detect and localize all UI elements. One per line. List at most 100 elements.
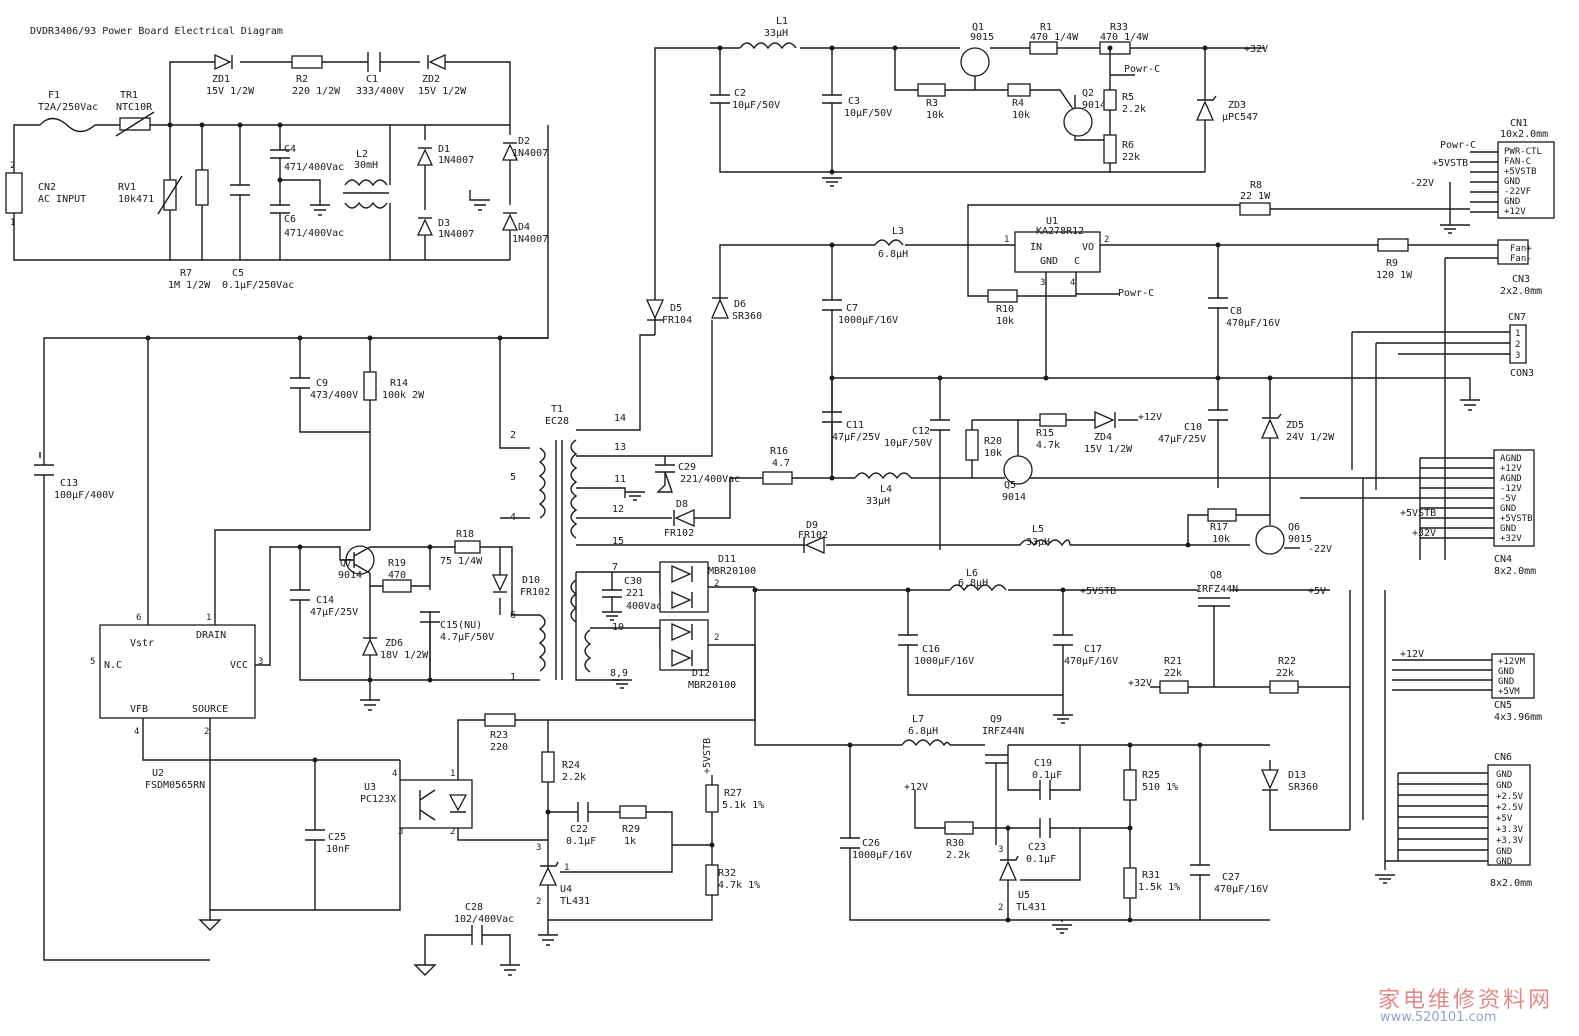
junction-dots: [145, 45, 1273, 923]
c5-capacitor: [230, 184, 250, 196]
zd6-value: 18V 1/2W: [380, 650, 429, 661]
l1-label: L1: [776, 16, 788, 27]
cn7-pin2: 2: [1515, 340, 1520, 350]
q1-label: Q1: [972, 22, 984, 33]
c6-value: 471/400Vac: [284, 228, 344, 239]
d5-diode: [645, 299, 665, 320]
cn1-net-m22: -22V: [1410, 178, 1434, 189]
u4-value: TL431: [560, 896, 590, 907]
cn1-pin-2: FAN-C: [1504, 157, 1531, 167]
d3-value: 1N4007: [438, 229, 474, 240]
cn5-connector: [1491, 653, 1535, 699]
c17-value: 470μF/16V: [1064, 656, 1118, 667]
ac-input-section: 2 1 CN2 AC INPUT F1 T2A/250Vac TR1 NTC10…: [5, 52, 548, 291]
c7-label: C7: [846, 303, 858, 314]
d13-value: SR360: [1288, 782, 1318, 793]
u2-pin-source: SOURCE: [192, 704, 228, 715]
secondary-32v-section: L1 33μH C2 10μF/50V C3 10μF/50V Q1 9015 …: [654, 16, 1555, 300]
c12-value: 10μF/50V: [884, 438, 932, 449]
cn6-pin-6: +3.3V: [1496, 825, 1524, 835]
c30-label: C30: [624, 576, 642, 587]
c19-value: 0.1μF: [1032, 770, 1062, 781]
r14-label: R14: [390, 378, 408, 389]
cn6-label: CN6: [1494, 752, 1512, 763]
d1-label: D1: [438, 144, 450, 155]
c7-value: 1000μF/16V: [838, 315, 898, 326]
r9-label: R9: [1386, 258, 1398, 269]
u1-pin1-num: 1: [1004, 235, 1009, 245]
r22-label: R22: [1278, 656, 1296, 667]
r3-value: 10k: [926, 110, 944, 121]
secondary-12v-section: 14 13 11 12 15 C29 221/400Vac D8 FR102 R…: [570, 320, 1536, 577]
zd1-zener: [214, 53, 232, 71]
cn5-label: CN5: [1494, 700, 1512, 711]
u4-label: U4: [560, 884, 572, 895]
u1-pin-vo: VO: [1082, 242, 1094, 253]
c28-value: 102/400Vac: [454, 914, 514, 925]
cn6-pin-1: GND: [1496, 770, 1512, 780]
cn4-pin-9: +32V: [1500, 534, 1522, 544]
net-5v-label: +5V: [1308, 586, 1326, 597]
d5-value: FR104: [662, 315, 692, 326]
r29-resistor: [619, 805, 647, 819]
c15-value: 4.7μF/50V: [440, 632, 494, 643]
l2-label: L2: [356, 149, 368, 160]
d2-label: D2: [518, 136, 530, 147]
u5-value: TL431: [1016, 902, 1046, 913]
r31-resistor: [1123, 867, 1137, 899]
r24-label: R24: [562, 760, 580, 771]
u4-pin3: 3: [536, 843, 541, 853]
d9-value: FR102: [798, 530, 828, 541]
cn2-connector: [5, 172, 23, 214]
cn4-pin-5: -5V: [1500, 494, 1517, 504]
d12-label: D12: [692, 668, 710, 679]
r4-resistor: [1007, 83, 1031, 97]
r17-label: R17: [1210, 522, 1228, 533]
secondary-33v-section: L7 6.8μH Q9 IRFZ44N C19 0.1μF C26 1000μF…: [840, 478, 1532, 934]
net-12v-zd4: +12V: [1138, 412, 1162, 423]
watermark-site-name: 家电维修资料网: [1378, 988, 1554, 1013]
r17-resistor: [1207, 508, 1237, 522]
r17-value: 10k: [1212, 534, 1230, 545]
cn3-label: CN3: [1512, 274, 1530, 285]
cn1-pin-5: -22VF: [1504, 187, 1531, 197]
l3-label: L3: [892, 226, 904, 237]
r33-label: R33: [1110, 22, 1128, 33]
c22-value: 0.1μF: [566, 836, 596, 847]
c6-label: C6: [284, 214, 296, 225]
r27-label: R27: [724, 788, 742, 799]
q1-value: 9015: [970, 32, 994, 43]
u3-value: PC123X: [360, 794, 396, 805]
c10-value: 47μF/25V: [1158, 434, 1206, 445]
r24-resistor: [541, 751, 555, 783]
c30-value1: 221: [626, 588, 644, 599]
q6-transistor: [1255, 525, 1285, 555]
q2-transistor: [1063, 107, 1093, 137]
cn1-pin-4: GND: [1504, 177, 1520, 187]
r3-resistor: [917, 83, 946, 97]
r4-label: R4: [1012, 98, 1024, 109]
d10-diode: [491, 574, 509, 592]
cn4-pin-7: +5VSTB: [1500, 514, 1533, 524]
c29-label: C29: [678, 462, 696, 473]
cn6-connector: [1487, 764, 1531, 866]
t1-secondary-winding: [570, 439, 578, 539]
cn4-net-32v: +32V: [1412, 528, 1436, 539]
c30-value2: 400Vac: [626, 601, 662, 612]
q8-value: IRFZ44N: [1196, 584, 1238, 595]
d5-label: D5: [670, 303, 682, 314]
l1-value: 33μH: [764, 28, 788, 39]
net-5vstb-l6: +5VSTB: [1080, 586, 1116, 597]
d11-pin2: 2: [714, 579, 719, 589]
zd5-label: ZD5: [1286, 420, 1304, 431]
u2-pin3-num: 3: [258, 657, 263, 667]
r1-resistor: [1029, 41, 1058, 55]
c10-label: C10: [1184, 422, 1202, 433]
l4-value: 33μH: [866, 496, 890, 507]
cn2-label: CN2: [38, 182, 56, 193]
zd2-value: 15V 1/2W: [418, 86, 467, 97]
zd1-label: ZD1: [212, 74, 230, 85]
t1-pin89: 8,9: [610, 668, 628, 679]
cn7-pin1: 1: [1515, 329, 1520, 339]
r2-resistor: [291, 55, 323, 69]
